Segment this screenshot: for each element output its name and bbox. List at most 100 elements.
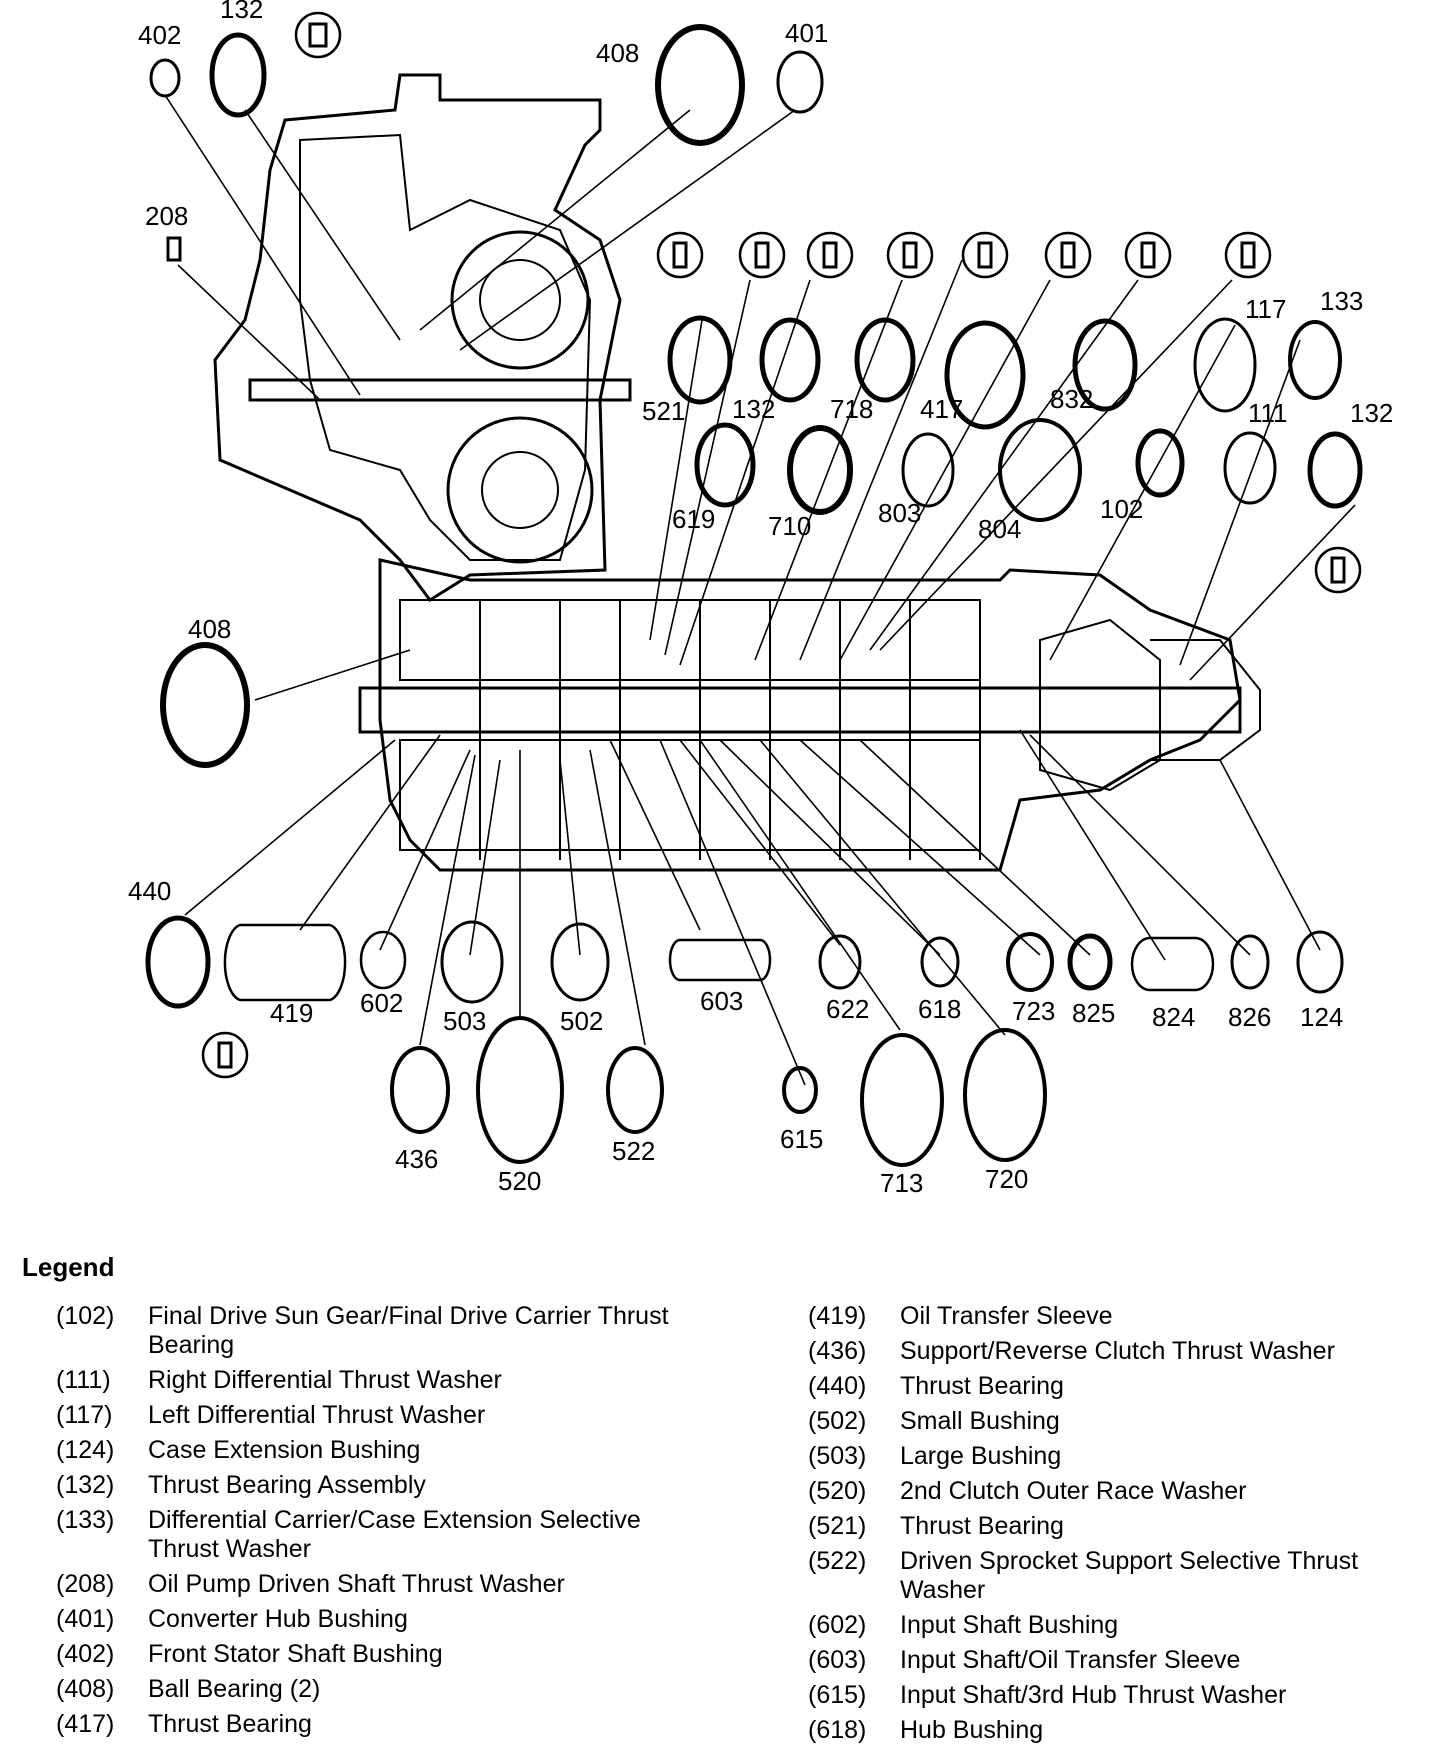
legend-row: (503)Large Bushing [808, 1442, 1428, 1471]
callout-label: 710 [768, 511, 811, 541]
callout-label: 826 [1228, 1002, 1271, 1032]
part-520 [476, 1016, 564, 1164]
legend-item-number: (408) [56, 1675, 115, 1703]
callout-label: 117 [1245, 294, 1286, 324]
part-718 [759, 317, 821, 403]
legend-row: (618)Hub Bushing [808, 1716, 1428, 1745]
legend-row: (522)Driven Sprocket Support Selective T… [808, 1547, 1428, 1605]
main-shaft [358, 686, 1242, 734]
part-710 [787, 425, 853, 515]
callout-label: 401 [785, 18, 828, 48]
callout-label: 720 [985, 1164, 1028, 1194]
legend-item-description: Ball Bearing (2) [148, 1675, 321, 1703]
callout-label: 408 [188, 614, 231, 644]
legend-item-number: (503) [808, 1442, 867, 1470]
upper-shaft [248, 378, 632, 402]
legend-row: (521) Thrust Bearing [808, 1512, 1428, 1541]
part-503 [440, 920, 504, 1004]
legend-item-description: Differential Carrier/Case Extension Sele… [148, 1506, 641, 1563]
part-832 [998, 418, 1082, 522]
part-402 [149, 58, 181, 98]
legend-item-number: (521) [808, 1512, 867, 1540]
legend-item-description: Oil Transfer Sleeve [900, 1302, 1113, 1330]
legend-item-number: (133) [56, 1506, 115, 1534]
legend-item-description: Driven Sprocket Support Selective Thrust… [900, 1547, 1359, 1604]
part-622 [818, 934, 862, 990]
callout-label: 408 [596, 38, 639, 68]
callout-label: 622 [826, 994, 869, 1024]
part-132-right [1307, 431, 1363, 509]
part-102 [1072, 318, 1138, 412]
part-408-top [655, 24, 745, 146]
part-615 [782, 1066, 818, 1114]
legend-item-number: (440) [808, 1372, 867, 1400]
callout-label: 832 [1050, 384, 1093, 414]
callout-label: 402 [138, 20, 181, 50]
legend-item-description: Case Extension Bushing [148, 1436, 421, 1464]
legend-row: (436)Support/Reverse Clutch Thrust Washe… [808, 1337, 1428, 1366]
part-401 [776, 50, 824, 114]
callout-label: 825 [1072, 998, 1115, 1028]
part-208 [166, 236, 182, 262]
callout-label: 718 [830, 394, 873, 424]
legend-right-column: (419) Oil Transfer Sleeve (436)Support/Re… [808, 1302, 1428, 1751]
legend-row: (208)Oil Pump Driven Shaft Thrust Washer [56, 1570, 696, 1599]
legend-row: (402) Front Stator Shaft Bushing [56, 1640, 696, 1669]
legend-title: Legend [22, 1252, 115, 1282]
part-804 [944, 320, 1026, 430]
legend-row: (117) Left Differential Thrust Washer [56, 1401, 696, 1430]
callout-label: 803 [878, 498, 921, 528]
part-132-mid [694, 422, 756, 508]
legend-item-number: (419) [808, 1302, 867, 1330]
legend-item-description: Front Stator Shaft Bushing [148, 1640, 443, 1668]
part-502 [550, 922, 610, 1002]
part-102-bearing [1135, 428, 1185, 498]
callout-label: 522 [612, 1136, 655, 1166]
part-408-left [160, 642, 250, 768]
legend-item-number: (602) [808, 1611, 867, 1639]
part-111 [1223, 431, 1277, 505]
legend-item-description: Oil Pump Driven Shaft Thrust Washer [148, 1570, 565, 1598]
legend-item-description: Input Shaft/3rd Hub Thrust Washer [900, 1681, 1287, 1709]
legend-item-description: Input Shaft/Oil Transfer Sleeve [900, 1646, 1241, 1674]
part-440 [145, 915, 211, 1009]
part-133 [1288, 320, 1342, 400]
part-824 [1130, 936, 1215, 992]
legend-item-description: Thrust Bearing Assembly [148, 1471, 426, 1499]
legend-item-number: (102) [56, 1302, 115, 1330]
legend-item-description: Thrust Bearing [900, 1512, 1064, 1540]
legend-item-number: (402) [56, 1640, 115, 1668]
legend-item-number: (401) [56, 1605, 115, 1633]
upper-housing-inner [299, 133, 592, 561]
callout-label: 102 [1100, 494, 1143, 524]
upper-gear-bottom-inner [481, 451, 559, 529]
legend-item-description: 2nd Clutch Outer Race Washer [900, 1477, 1247, 1505]
legend-item-number: (417) [56, 1710, 115, 1738]
callout-label: 132 [732, 394, 775, 424]
part-602 [359, 930, 407, 990]
part-436 [390, 1046, 450, 1134]
part-522 [606, 1046, 664, 1134]
case-extension [1150, 639, 1261, 761]
legend-row: (520)2nd Clutch Outer Race Washer [808, 1477, 1428, 1506]
legend-row: (419) Oil Transfer Sleeve [808, 1302, 1428, 1331]
legend-item-description: Left Differential Thrust Washer [148, 1401, 486, 1429]
callout-label: 824 [1152, 1002, 1195, 1032]
legend-item-description: Converter Hub Bushing [148, 1605, 408, 1633]
legend-item-number: (117) [56, 1401, 113, 1429]
legend-item-description: Small Bushing [900, 1407, 1060, 1435]
leader-lines [164, 94, 1356, 1086]
legend-item-description: Hub Bushing [900, 1716, 1044, 1744]
part-132-top [209, 32, 267, 118]
callout-label: 521 [642, 396, 685, 426]
legend-item-number: (124) [56, 1436, 115, 1464]
callout-label: 502 [560, 1006, 603, 1036]
legend-item-description: Thrust Bearing [900, 1372, 1064, 1400]
legend-row: (615)Input Shaft/3rd Hub Thrust Washer [808, 1681, 1428, 1710]
callout-label: 618 [918, 994, 961, 1024]
part-825 [1067, 933, 1113, 991]
part-720 [963, 1028, 1047, 1162]
part-826 [1230, 934, 1270, 990]
legend-row: (132)Thrust Bearing Assembly [56, 1471, 696, 1500]
part-124 [1296, 930, 1344, 994]
